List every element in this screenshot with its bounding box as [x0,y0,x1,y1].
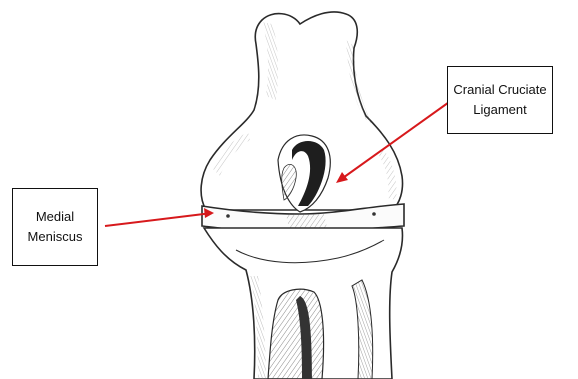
arrow-medial-meniscus [105,213,212,226]
medial-meniscus-label-line1: Medial [28,207,83,227]
medial-meniscus-label-line2: Meniscus [28,227,83,247]
cranial-cruciate-label-line1: Cranial Cruciate [453,80,546,100]
cranial-cruciate-label-line2: Ligament [453,100,546,120]
cranial-cruciate-ligament-label: Cranial Cruciate Ligament [447,66,553,134]
meniscus-dot-left [226,214,230,218]
medial-meniscus-label: Medial Meniscus [12,188,98,266]
meniscus-dot-right [372,212,376,216]
